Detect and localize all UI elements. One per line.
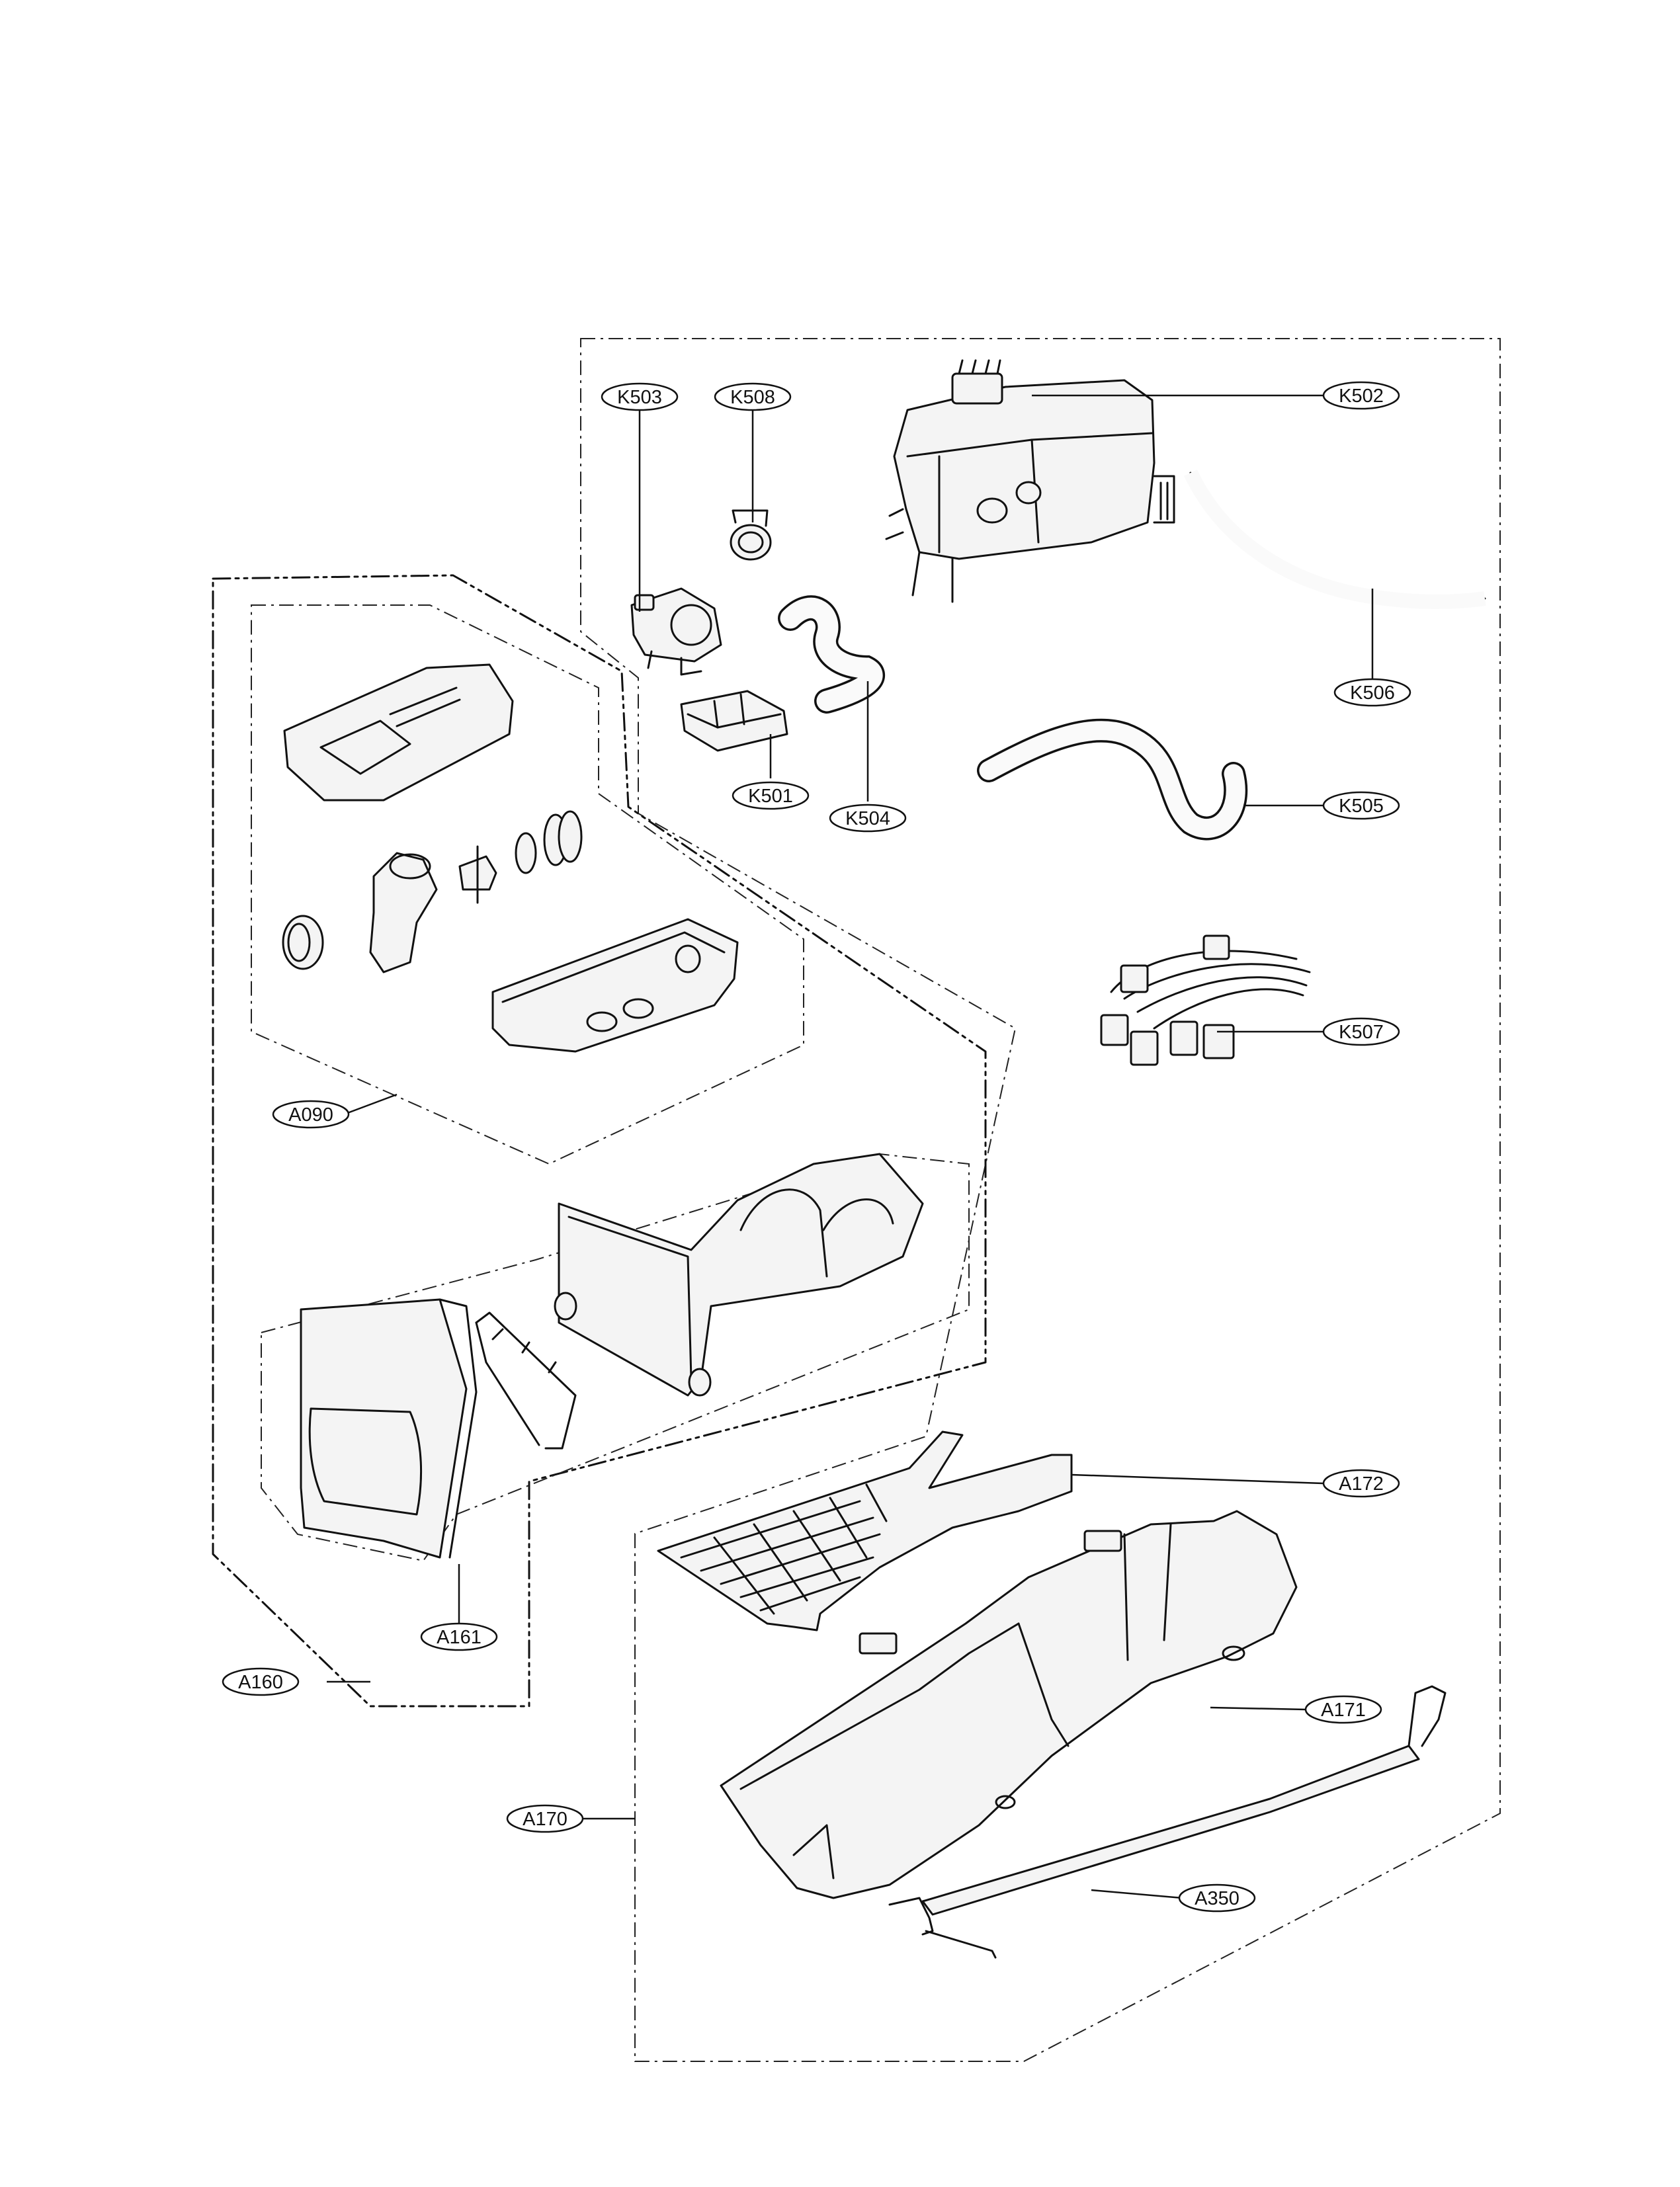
group-boundary-a161	[261, 1153, 970, 1562]
a161-drawer-housing-part	[554, 1153, 924, 1397]
callout-k506: K506	[1333, 678, 1411, 707]
a090-elbow-part	[369, 852, 438, 973]
group-boundary-k	[580, 338, 1501, 2062]
callout-a170: A170	[506, 1804, 584, 1833]
callout-k505: K505	[1322, 791, 1400, 820]
callout-k503: K503	[601, 382, 679, 411]
svg-text:K506: K506	[1350, 682, 1395, 704]
svg-text:K507: K507	[1339, 1022, 1384, 1043]
svg-text:A170: A170	[523, 1809, 567, 1830]
callout-k501: K501	[732, 781, 810, 810]
callout-a171: A171	[1304, 1695, 1382, 1724]
svg-text:K505: K505	[1339, 796, 1384, 817]
a090-washers-part	[515, 810, 583, 874]
a090-detergent-cap-part	[283, 663, 514, 802]
callout-a161: A161	[420, 1622, 498, 1651]
a172-cover-grid-part	[657, 1430, 1073, 1631]
svg-text:A160: A160	[238, 1672, 283, 1693]
callout-k508: K508	[714, 382, 792, 411]
svg-text:A350: A350	[1195, 1888, 1239, 1909]
k503-valve-part	[630, 587, 722, 676]
k501-bracket-part	[680, 690, 788, 752]
k508-clamp-part	[730, 509, 772, 561]
a090-tray-part	[491, 918, 739, 1053]
callout-k507: K507	[1322, 1017, 1400, 1046]
group-boundary-a160	[212, 574, 987, 1708]
callout-k502: K502	[1322, 381, 1400, 410]
k506-long-hose-inner	[1184, 470, 1486, 609]
leader-lines	[327, 394, 1374, 1899]
callout-a090: A090	[272, 1100, 350, 1129]
svg-text:K501: K501	[748, 786, 793, 807]
svg-text:K503: K503	[617, 387, 662, 408]
svg-text:K508: K508	[730, 387, 775, 408]
callout-a160: A160	[222, 1667, 300, 1696]
k505-hose-inner	[979, 721, 1245, 838]
callout-a172: A172	[1322, 1469, 1400, 1498]
a090-small-fitting-part	[458, 845, 497, 904]
group-boundary-a090	[251, 604, 804, 1165]
a171-base-housing-part	[720, 1510, 1298, 1899]
a090-ring-part	[282, 915, 324, 970]
callout-k504: K504	[829, 804, 907, 833]
svg-text:K504: K504	[845, 808, 890, 829]
steam-generator-tank-part	[885, 359, 1175, 603]
svg-text:K502: K502	[1339, 386, 1384, 407]
svg-text:A172: A172	[1339, 1473, 1384, 1495]
a350-bracket-rail-part	[888, 1685, 1447, 1959]
a161-drawer-panel-part	[300, 1298, 478, 1559]
svg-text:A090: A090	[288, 1104, 333, 1126]
callout-a350: A350	[1178, 1883, 1256, 1913]
svg-text:A161: A161	[437, 1627, 482, 1648]
k504-elbow-hose-inner	[780, 597, 883, 712]
a161-drawer-frame-part	[475, 1311, 577, 1450]
k507-wire-harness-part	[1100, 934, 1311, 1066]
svg-text:A171: A171	[1321, 1700, 1366, 1721]
